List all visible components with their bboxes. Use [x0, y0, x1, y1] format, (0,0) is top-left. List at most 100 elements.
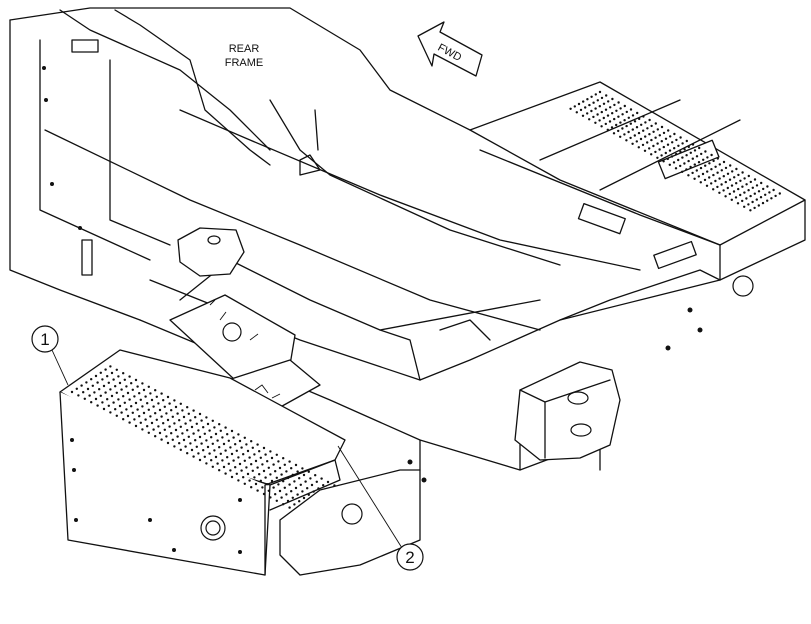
- right-hood-perforations: [569, 90, 781, 212]
- perforation-hole: [617, 115, 620, 118]
- perforation-hole: [714, 165, 717, 168]
- perforation-hole: [307, 493, 310, 496]
- perforation-hole: [722, 160, 726, 164]
- perforation-hole: [677, 144, 680, 147]
- perforation-hole: [762, 187, 765, 191]
- perforation-hole: [706, 156, 709, 159]
- perforation-hole: [152, 428, 155, 431]
- perforation-hole: [679, 164, 682, 168]
- perforation-hole: [150, 398, 154, 402]
- perforation-hole: [243, 436, 246, 439]
- perforation-hole: [262, 469, 266, 473]
- perforation-hole: [130, 382, 133, 385]
- perforation-hole: [278, 466, 282, 470]
- perforation-hole: [94, 374, 98, 378]
- perforation-hole: [623, 119, 626, 122]
- perforation-hole: [668, 163, 671, 166]
- perforation-hole: [656, 142, 659, 145]
- perforation-hole: [612, 132, 616, 135]
- perforation-hole: [99, 371, 103, 374]
- perforation-hole: [123, 401, 127, 404]
- perforation-hole: [290, 467, 293, 470]
- perforation-hole: [766, 199, 769, 202]
- perforation-hole: [234, 443, 237, 446]
- perforation-hole: [283, 463, 286, 466]
- perforation-hole: [648, 133, 651, 136]
- perforation-hole: [77, 394, 80, 397]
- perforation-hole: [230, 429, 234, 433]
- perforation-hole: [122, 418, 125, 421]
- perforation-hole: [141, 405, 144, 408]
- perforation-hole: [186, 429, 189, 432]
- perforation-hole: [611, 97, 614, 101]
- perforation-hole: [704, 164, 707, 167]
- perforation-hole: [759, 196, 763, 199]
- perforation-hole: [304, 480, 307, 483]
- perforation-hole: [114, 408, 117, 411]
- perforation-hole: [749, 180, 752, 184]
- perforation-hole: [272, 463, 275, 466]
- perforation-hole: [693, 163, 696, 166]
- perforation-hole: [166, 441, 170, 445]
- perforation-hole: [134, 401, 138, 405]
- perforation-hole: [673, 147, 676, 150]
- perforation-hole: [685, 154, 688, 157]
- perforation-hole: [588, 118, 591, 121]
- perforation-hole: [245, 443, 248, 446]
- perforation-hole: [131, 388, 134, 391]
- perforation-hole: [755, 198, 758, 201]
- perforation-hole: [141, 382, 144, 385]
- perforation-hole: [99, 394, 103, 397]
- perforation-hole: [621, 127, 624, 130]
- perforation-hole: [687, 174, 690, 177]
- perforation-hole: [110, 371, 114, 375]
- perforation-hole: [751, 186, 754, 189]
- perforation-hole: [208, 452, 211, 455]
- perforation-hole: [147, 431, 150, 434]
- callout-1-number: 1: [40, 330, 49, 349]
- perforation-hole: [166, 395, 170, 399]
- perforation-hole: [142, 411, 146, 415]
- perforation-hole: [590, 95, 593, 99]
- perforation-hole: [712, 159, 715, 163]
- perforation-hole: [280, 473, 283, 476]
- perforation-hole: [205, 439, 208, 442]
- perforation-hole: [272, 486, 275, 489]
- perforation-hole: [270, 456, 274, 460]
- perforation-hole: [155, 418, 158, 421]
- perforation-hole: [598, 105, 601, 108]
- perforation-hole: [198, 458, 202, 462]
- perforation-hole: [708, 162, 711, 165]
- perforation-hole: [596, 113, 599, 116]
- perforation-hole: [160, 438, 163, 441]
- perforation-hole: [251, 469, 254, 472]
- perforation-hole: [617, 101, 620, 104]
- perforation-hole: [625, 139, 628, 142]
- callout-1-circle: [31, 325, 59, 353]
- perforation-hole: [195, 445, 198, 448]
- perforation-hole: [749, 209, 752, 212]
- perforation-hole: [639, 137, 643, 141]
- perforation-hole: [210, 459, 213, 462]
- perforation-hole: [221, 459, 224, 462]
- perforation-hole: [664, 137, 668, 140]
- perforation-hole: [286, 476, 290, 480]
- perforation-hole: [722, 175, 725, 178]
- perforation-hole: [165, 412, 168, 415]
- perforation-hole: [631, 114, 635, 117]
- perforation-hole: [586, 112, 589, 115]
- perforation-hole: [83, 397, 87, 400]
- perforation-hole: [739, 179, 742, 182]
- perforation-hole: [274, 493, 277, 496]
- perforation-hole: [264, 476, 267, 479]
- perforation-hole: [699, 181, 702, 184]
- perforation-hole: [192, 455, 195, 458]
- perforation-hole: [128, 375, 131, 378]
- perforation-hole: [650, 153, 653, 156]
- perforation-hole: [139, 421, 142, 424]
- perforation-hole: [660, 140, 663, 143]
- perforation-hole: [109, 388, 112, 391]
- perforation-hole: [728, 192, 731, 196]
- perforation-hole: [189, 419, 192, 422]
- perforation-hole: [222, 442, 226, 446]
